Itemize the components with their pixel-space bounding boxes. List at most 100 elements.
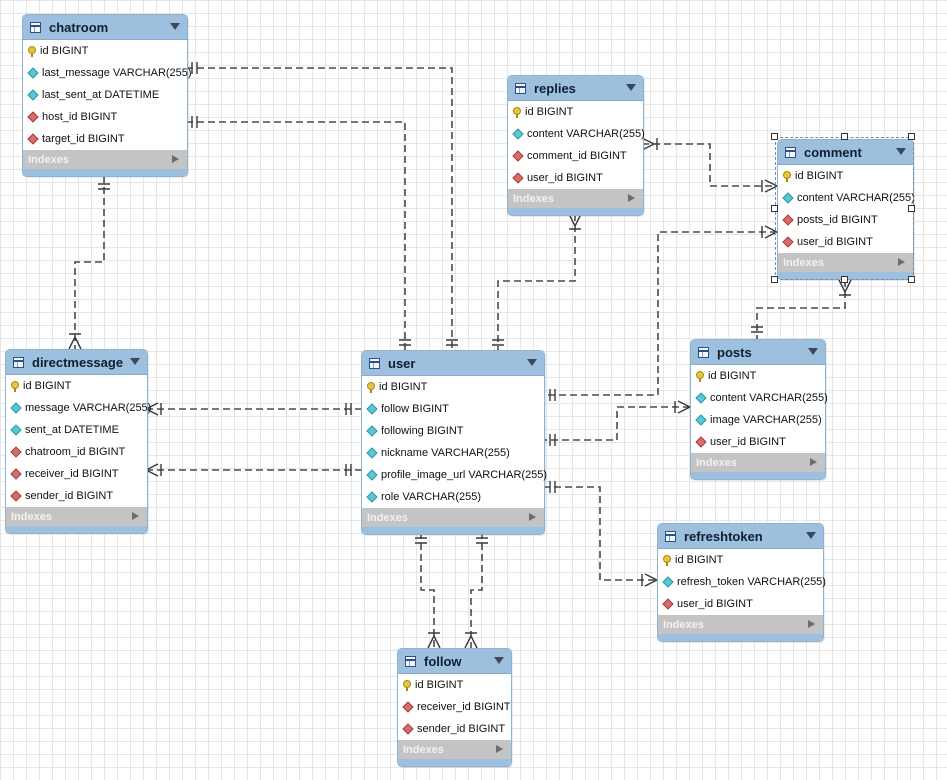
column-row[interactable]: content VARCHAR(255) <box>508 123 645 145</box>
resize-handle-top-center[interactable] <box>841 133 848 140</box>
column-label: sent_at DATETIME <box>25 424 119 436</box>
relationship-line-comment-posts[interactable] <box>756 280 846 339</box>
indexes-section[interactable]: Indexes <box>23 150 187 169</box>
indexes-section[interactable]: Indexes <box>778 253 913 272</box>
indexes-label: Indexes <box>696 456 737 469</box>
column-row[interactable]: last_message VARCHAR(255) <box>23 62 192 84</box>
relationship-line-posts-user[interactable] <box>543 406 690 441</box>
expand-arrow-icon[interactable] <box>529 513 536 521</box>
column-row[interactable]: nickname VARCHAR(255) <box>362 442 544 464</box>
table-header[interactable]: refreshtoken <box>658 524 823 549</box>
chevron-down-icon[interactable] <box>626 84 636 91</box>
chevron-down-icon[interactable] <box>527 359 537 366</box>
indexes-section[interactable]: Indexes <box>508 189 643 208</box>
relationship-line-follow-user-sender[interactable] <box>470 532 483 648</box>
relationship-line-refreshtoken-user[interactable] <box>543 486 657 581</box>
column-row[interactable]: message VARCHAR(255) <box>6 397 151 419</box>
primary-key-icon <box>11 380 19 392</box>
expand-arrow-icon[interactable] <box>808 620 815 628</box>
table-header[interactable]: follow <box>398 649 511 674</box>
column-row[interactable]: chatroom_id BIGINT <box>6 441 147 463</box>
indexes-section[interactable]: Indexes <box>691 453 825 472</box>
table-header[interactable]: replies <box>508 76 643 101</box>
relationship-line-comment-user[interactable] <box>543 231 777 396</box>
indexes-section[interactable]: Indexes <box>362 508 544 527</box>
column-row[interactable]: id BIGINT <box>6 375 147 397</box>
table-header[interactable]: comment <box>778 140 913 165</box>
resize-handle-top-left[interactable] <box>771 133 778 140</box>
relationship-line-chatroom-directmessage[interactable] <box>74 176 105 349</box>
column-row[interactable]: host_id BIGINT <box>23 106 187 128</box>
column-row[interactable]: sender_id BIGINT <box>6 485 147 507</box>
indexes-section[interactable]: Indexes <box>658 615 823 634</box>
table-header[interactable]: directmessage <box>6 350 147 375</box>
resize-handle-middle-right[interactable] <box>908 205 915 212</box>
column-row[interactable]: id BIGINT <box>691 365 825 387</box>
column-row[interactable]: sent_at DATETIME <box>6 419 147 441</box>
column-row[interactable]: sender_id BIGINT <box>398 718 511 740</box>
column-icon <box>366 403 378 415</box>
table-header[interactable]: chatroom <box>23 15 187 40</box>
chevron-down-icon[interactable] <box>130 358 140 365</box>
foreign-key-icon <box>10 490 22 502</box>
relationship-line-follow-user-receiver[interactable] <box>420 532 435 648</box>
column-row[interactable]: user_id BIGINT <box>778 231 913 253</box>
column-row[interactable]: content VARCHAR(255) <box>778 187 915 209</box>
resize-handle-middle-left[interactable] <box>771 205 778 212</box>
column-row[interactable]: role VARCHAR(255) <box>362 486 544 508</box>
expand-arrow-icon[interactable] <box>132 512 139 520</box>
chevron-down-icon[interactable] <box>806 532 816 539</box>
column-row[interactable]: id BIGINT <box>658 549 823 571</box>
relationship-line-chatroom-user-target[interactable] <box>186 121 406 350</box>
column-row[interactable]: posts_id BIGINT <box>778 209 913 231</box>
resize-handle-top-right[interactable] <box>908 133 915 140</box>
column-row[interactable]: comment_id BIGINT <box>508 145 643 167</box>
table-header[interactable]: user <box>362 351 544 376</box>
column-row[interactable]: user_id BIGINT <box>508 167 643 189</box>
column-row[interactable]: receiver_id BIGINT <box>398 696 511 718</box>
chevron-down-icon[interactable] <box>494 657 504 664</box>
column-row[interactable]: refresh_token VARCHAR(255) <box>658 571 826 593</box>
column-label: profile_image_url VARCHAR(255) <box>381 469 548 481</box>
column-row[interactable]: id BIGINT <box>778 165 913 187</box>
chevron-down-icon[interactable] <box>808 348 818 355</box>
column-row[interactable]: profile_image_url VARCHAR(255) <box>362 464 548 486</box>
expand-arrow-icon[interactable] <box>172 155 179 163</box>
expand-arrow-icon[interactable] <box>496 745 503 753</box>
indexes-section[interactable]: Indexes <box>398 740 511 759</box>
column-row[interactable]: id BIGINT <box>398 674 511 696</box>
chevron-down-icon[interactable] <box>896 148 906 155</box>
expand-arrow-icon[interactable] <box>628 194 635 202</box>
indexes-section[interactable]: Indexes <box>6 507 147 526</box>
resize-handle-bottom-center[interactable] <box>841 276 848 283</box>
expand-arrow-icon[interactable] <box>810 458 817 466</box>
resize-handle-bottom-right[interactable] <box>908 276 915 283</box>
column-row[interactable]: receiver_id BIGINT <box>6 463 147 485</box>
column-row[interactable]: user_id BIGINT <box>658 593 823 615</box>
relationship-line-replies-comment[interactable] <box>642 143 777 187</box>
column-row[interactable]: id BIGINT <box>23 40 187 62</box>
expand-arrow-icon[interactable] <box>898 258 905 266</box>
table-header[interactable]: posts <box>691 340 825 365</box>
column-row[interactable]: id BIGINT <box>362 376 544 398</box>
relationship-line-replies-user[interactable] <box>497 214 576 350</box>
column-row[interactable]: following BIGINT <box>362 420 544 442</box>
column-row[interactable]: user_id BIGINT <box>691 431 825 453</box>
column-row[interactable]: last_sent_at DATETIME <box>23 84 187 106</box>
column-row[interactable]: id BIGINT <box>508 101 643 123</box>
resize-handle-bottom-left[interactable] <box>771 276 778 283</box>
relationship-line-chatroom-user-host[interactable] <box>186 67 453 350</box>
column-row[interactable]: target_id BIGINT <box>23 128 187 150</box>
column-row[interactable]: follow BIGINT <box>362 398 544 420</box>
column-row[interactable]: content VARCHAR(255) <box>691 387 828 409</box>
column-row[interactable]: image VARCHAR(255) <box>691 409 825 431</box>
chevron-down-icon[interactable] <box>170 23 180 30</box>
